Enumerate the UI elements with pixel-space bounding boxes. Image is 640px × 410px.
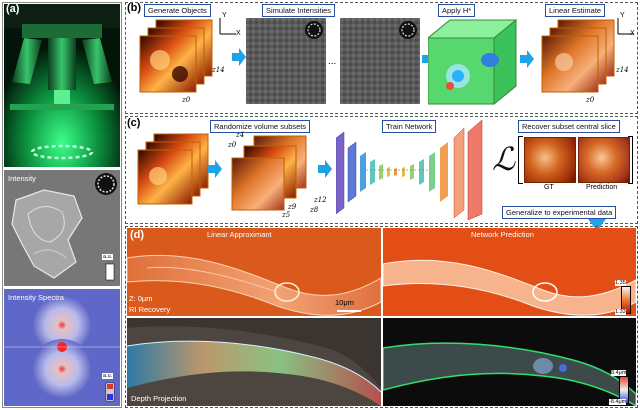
z-top-label-1: z14 <box>212 66 225 74</box>
axis-x-label: X <box>236 30 241 37</box>
intensity-label: Intensity <box>8 174 36 183</box>
recover-slice-title: Recover subset central slice <box>518 120 620 133</box>
panel-a-label: (a) <box>6 3 20 15</box>
panel-c-label: (c) <box>127 117 141 129</box>
generalize-title: Generalize to experimental data <box>502 206 617 219</box>
worm-linear-illustration <box>127 228 381 316</box>
loss-symbol: ℒ <box>492 140 516 178</box>
generate-objects-title: Generate Objects <box>144 4 211 17</box>
simulated-intensity-2 <box>340 18 420 104</box>
train-network-title: Train Network <box>382 120 437 133</box>
transfer-function-cube <box>428 18 518 106</box>
z-bottom-label-1: z0 <box>182 96 191 104</box>
z-label-c-5: z8 <box>310 206 319 214</box>
ellipsis: ... <box>328 56 337 67</box>
network-prediction-label: Network Prediction <box>471 230 534 239</box>
neural-network-diagram <box>336 119 483 221</box>
ri-max-label: 1.35 <box>615 280 626 286</box>
intensity-unit: a.u. <box>102 254 114 260</box>
depth-max-label: 8.4μm <box>611 370 627 376</box>
arrow-right-icon <box>318 160 332 178</box>
axis-y-label: Y <box>222 12 227 19</box>
worm-network-illustration <box>383 228 636 316</box>
scale-bar <box>337 310 361 312</box>
arrow-down-icon <box>588 219 606 231</box>
ri-min-label: 1.33 <box>615 309 626 315</box>
linear-approximant-label: Linear Approximant <box>207 230 272 239</box>
bracket-left <box>518 136 523 184</box>
worm-depth-network-illustration <box>383 318 636 406</box>
network-prediction-image: Network Prediction 1.35 1.33 <box>383 228 636 316</box>
microscope-photo <box>4 4 120 167</box>
spectra-label: Intensity Spectra <box>8 293 64 302</box>
arrow-right-icon <box>520 50 534 68</box>
z-label-c-2: z9 <box>288 203 297 211</box>
panel-b-label: (b) <box>127 2 142 14</box>
prediction-label: Prediction <box>586 184 618 191</box>
depth-min-label: -8.4μm <box>609 399 627 405</box>
ri-colorbar <box>621 286 631 314</box>
z-label-c-3: z5 <box>282 211 291 219</box>
spectra-illustration <box>4 289 120 406</box>
xy-axes-icon <box>219 18 236 35</box>
z-label-c-0: z4 <box>236 131 245 139</box>
z-label-c-4: z12 <box>314 196 327 204</box>
linear-estimate-title: Linear Estimate <box>545 4 606 17</box>
random-subset-stack <box>231 135 307 211</box>
z-position-label: Z: 0μm <box>129 294 153 303</box>
intensity-spectra-image: Intensity Spectra a.u. <box>4 289 120 406</box>
randomize-subsets-title: Randomize volume subsets <box>210 120 311 133</box>
z-label-c-1: z0 <box>228 141 237 149</box>
axis-y-label-2: Y <box>620 12 625 19</box>
spectra-unit: a.u. <box>102 373 114 379</box>
worm-depth-linear-illustration <box>127 318 381 406</box>
panel-c <box>125 116 638 224</box>
gt-label: GT <box>544 184 554 191</box>
axis-x-label-2: X <box>630 30 635 37</box>
prediction-image <box>578 137 630 183</box>
depth-projection-linear-image: Depth Projection <box>127 318 381 406</box>
cell-intensity-illustration <box>4 170 120 286</box>
linear-approximant-image: Linear Approximant Z: 0μm RI Recovery 10… <box>127 228 381 316</box>
bracket-right <box>628 136 633 184</box>
z-top-label-2: z14 <box>616 66 629 74</box>
panel-b <box>125 2 638 114</box>
depth-projection-network-image: 8.4μm -8.4μm <box>383 318 636 406</box>
panel-d-label: (d) <box>130 229 145 241</box>
microscope-illustration <box>4 4 120 167</box>
scale-bar-label: 10μm <box>335 298 354 307</box>
arrow-right-icon <box>208 160 222 178</box>
linear-estimate-stack <box>541 19 615 93</box>
z-bottom-label-2: z0 <box>586 96 595 104</box>
panel-d <box>125 226 638 408</box>
arrow-right-icon <box>232 48 246 66</box>
intensity-image: Intensity a.u. <box>4 170 120 286</box>
simulated-intensity-1 <box>246 18 326 104</box>
gt-image <box>524 137 576 183</box>
depth-projection-label: Depth Projection <box>131 394 187 403</box>
object-volume-stack <box>139 19 213 93</box>
ri-recovery-label: RI Recovery <box>129 305 171 314</box>
xy-axes-icon <box>617 18 634 35</box>
full-volume-stack <box>137 133 209 205</box>
apply-h-title: Apply H* <box>438 4 476 17</box>
simulate-intensities-title: Simulate Intensities <box>262 4 336 17</box>
